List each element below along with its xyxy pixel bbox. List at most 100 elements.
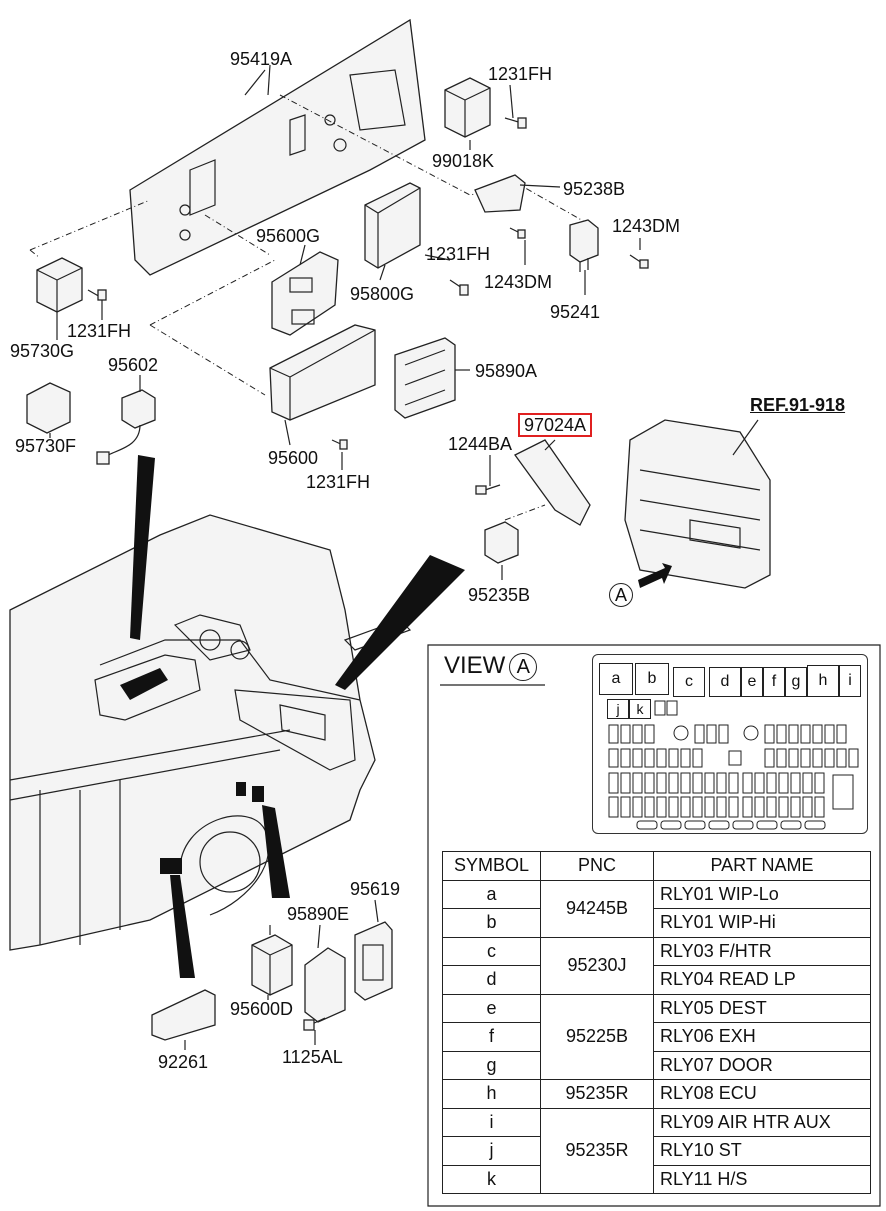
bracket-95890e bbox=[304, 947, 346, 1023]
cell-part-name: RLY08 ECU bbox=[653, 1079, 871, 1109]
part-92261 bbox=[151, 989, 216, 1041]
cell-symbol: b bbox=[442, 908, 541, 938]
cell-part-name: RLY09 AIR HTR AUX bbox=[653, 1107, 871, 1137]
table-row: i 95235R RLY09 AIR HTR AUX bbox=[442, 1107, 871, 1194]
bracket-95238b bbox=[474, 174, 526, 213]
relay-key-g: g bbox=[785, 667, 807, 697]
table-row: k RLY11 H/S bbox=[442, 1164, 871, 1194]
label-1243dm-mid: 1243DM bbox=[484, 272, 553, 292]
cell-pnc: 95230J bbox=[540, 936, 654, 995]
cell-symbol: a bbox=[442, 879, 541, 909]
label-1125al: 1125AL bbox=[282, 1047, 343, 1067]
header-part-name: PART NAME bbox=[653, 851, 871, 881]
view-marker: A bbox=[509, 653, 538, 681]
cell-part-name: RLY03 F/HTR bbox=[653, 936, 871, 966]
relay-95241 bbox=[569, 219, 599, 263]
cell-symbol: k bbox=[442, 1164, 541, 1194]
table-row: d RLY04 READ LP bbox=[442, 965, 871, 995]
cell-pnc: 95225B bbox=[540, 993, 654, 1080]
cell-symbol: i bbox=[442, 1107, 541, 1137]
view-a-marker: A bbox=[609, 583, 633, 607]
cell-part-name: RLY10 ST bbox=[653, 1136, 871, 1166]
table-row: g RLY07 DOOR bbox=[442, 1050, 871, 1080]
label-1231fh-mid: 1231FH bbox=[426, 244, 491, 264]
relay-99018k bbox=[444, 77, 491, 138]
relay-key-e: e bbox=[741, 667, 763, 697]
label-95730g: 95730G bbox=[10, 341, 75, 361]
cell-part-name: RLY07 DOOR bbox=[653, 1050, 871, 1080]
module-95600 bbox=[269, 324, 376, 421]
cell-pnc: 95235R bbox=[540, 1079, 654, 1109]
cell-pnc: 94245B bbox=[540, 879, 654, 938]
cell-symbol: e bbox=[442, 993, 541, 1023]
cell-symbol: h bbox=[442, 1079, 541, 1109]
cell-part-name: RLY11 H/S bbox=[653, 1164, 871, 1194]
bracket-95619 bbox=[354, 921, 393, 1001]
relay-95600d bbox=[251, 934, 293, 996]
relay-key-b: b bbox=[635, 663, 669, 695]
unit-95730f bbox=[26, 382, 71, 434]
label-95800g: 95800G bbox=[350, 284, 415, 304]
cell-symbol: j bbox=[442, 1136, 541, 1166]
bracket-97024a bbox=[514, 439, 591, 526]
label-95602: 95602 bbox=[108, 355, 159, 375]
relay-key-j: j bbox=[607, 699, 629, 719]
relay-key-h: h bbox=[807, 665, 839, 697]
label-95241: 95241 bbox=[550, 302, 601, 322]
cell-symbol: f bbox=[442, 1022, 541, 1052]
table-row: c 95230J RLY03 F/HTR bbox=[442, 936, 871, 995]
label-95730f: 95730F bbox=[15, 436, 77, 456]
module-95800g bbox=[364, 182, 421, 269]
relay-key-k: k bbox=[629, 699, 651, 719]
header-symbol: SYMBOL bbox=[442, 851, 541, 881]
relay-95235b bbox=[484, 521, 519, 564]
label-1244ba: 1244BA bbox=[448, 434, 513, 454]
label-ref-91-918: REF.91-918 bbox=[750, 395, 846, 415]
label-95235b: 95235B bbox=[468, 585, 531, 605]
cell-part-name: RLY05 DEST bbox=[653, 993, 871, 1023]
junction-box bbox=[624, 419, 771, 589]
label-1231fh-top: 1231FH bbox=[488, 64, 553, 84]
label-99018k: 99018K bbox=[432, 151, 495, 171]
relay-95730g bbox=[36, 257, 83, 313]
cell-part-name: RLY04 READ LP bbox=[653, 965, 871, 995]
view-title-text: VIEW bbox=[444, 652, 506, 679]
table-row: e 95225B RLY05 DEST bbox=[442, 993, 871, 1080]
parts-table: SYMBOL PNC PART NAME a 94245B RLY01 WIP-… bbox=[442, 851, 871, 1194]
cell-pnc: 95235R bbox=[540, 1107, 654, 1194]
label-1231fh-left: 1231FH bbox=[67, 321, 132, 341]
label-95419a: 95419A bbox=[230, 49, 293, 69]
cell-part-name: RLY06 EXH bbox=[653, 1022, 871, 1052]
table-row: b RLY01 WIP-Hi bbox=[442, 908, 871, 938]
relay-key-f: f bbox=[763, 667, 785, 697]
label-95238b: 95238B bbox=[563, 179, 626, 199]
bracket-95600g bbox=[271, 251, 339, 336]
dashboard bbox=[9, 514, 376, 951]
table-row: j RLY10 ST bbox=[442, 1136, 871, 1166]
table-row: h 95235R RLY08 ECU bbox=[442, 1079, 871, 1109]
label-97024a-highlighted: 97024A bbox=[518, 413, 593, 437]
sensor-95602 bbox=[121, 389, 156, 429]
relay-layout: a b c d e f g h i j k bbox=[592, 654, 868, 834]
cell-part-name: RLY01 WIP-Hi bbox=[653, 908, 871, 938]
table-row: f RLY06 EXH bbox=[442, 1022, 871, 1052]
table-header-row: SYMBOL PNC PART NAME bbox=[442, 851, 871, 881]
label-95890e: 95890E bbox=[287, 904, 350, 924]
label-95619: 95619 bbox=[350, 879, 401, 899]
label-95600g: 95600G bbox=[256, 226, 321, 246]
label-1231fh-bottom: 1231FH bbox=[306, 472, 371, 492]
relay-key-i: i bbox=[839, 665, 861, 697]
cell-symbol: d bbox=[442, 965, 541, 995]
relay-key-a: a bbox=[599, 663, 633, 695]
cell-symbol: g bbox=[442, 1050, 541, 1080]
table-row: a 94245B RLY01 WIP-Lo bbox=[442, 879, 871, 938]
relay-key-c: c bbox=[673, 667, 705, 697]
label-95600: 95600 bbox=[268, 448, 319, 468]
relay-key-d: d bbox=[709, 667, 741, 697]
cell-symbol: c bbox=[442, 936, 541, 966]
label-95890a: 95890A bbox=[475, 361, 538, 381]
label-92261: 92261 bbox=[158, 1052, 209, 1072]
cell-part-name: RLY01 WIP-Lo bbox=[653, 879, 871, 909]
